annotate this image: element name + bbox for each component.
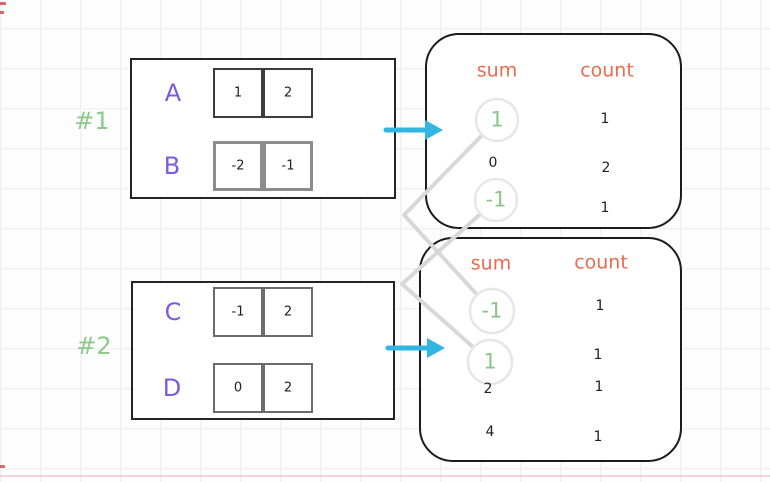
table2-row1-count: 1 [593,347,603,363]
table2-row0-sum: -1 [481,298,503,323]
table2-sum-header: sum [470,252,512,275]
table2-row3-sum: 4 [485,424,495,440]
array-c-cell-0 [213,287,263,337]
table2-row3-count: 1 [593,429,603,445]
array-b-value-0: -2 [231,158,245,174]
array-d-value-1: 2 [283,380,293,396]
array-d-value-0: 0 [233,380,243,396]
array-c-cell-1 [263,287,313,337]
table1-row0-count: 1 [600,111,610,127]
array-c-value-0: -1 [231,304,245,320]
array-a-name: A [164,79,182,107]
table2-row2-sum: 2 [483,381,493,397]
array-c-name: C [164,298,182,326]
table1-row0-sum: 1 [490,107,504,132]
table2-row0-count: 1 [595,298,605,314]
array-a-value-0: 1 [233,85,243,101]
paper-pink-line [0,475,770,477]
table1-sum-header: sum [476,59,518,82]
table2-count-header: count [574,251,628,274]
array-c-value-1: 2 [283,304,293,320]
table1-row2-sum: -1 [485,187,507,212]
array-a-value-1: 2 [283,85,293,101]
paper-red-mark [0,2,6,5]
array-d-name: D [162,374,182,402]
array-b-value-1: -1 [281,158,295,174]
table1-row1-count: 2 [601,160,611,176]
table1-count-header: count [580,59,634,82]
paper-red-mark [0,11,4,14]
paper-red-mark [0,465,5,468]
table2-row1-sum: 1 [483,349,497,374]
array-d-cell-0 [213,363,263,413]
array-a-cell-1 [263,68,313,118]
table1-row1-sum: 0 [488,155,498,171]
group2-label: #2 [76,332,112,360]
array-b-cell-0 [213,141,263,191]
array-a-cell-0 [213,68,263,118]
table2-row2-count: 1 [594,379,604,395]
table1-row2-count: 1 [600,200,610,216]
array-b-name: B [163,152,181,180]
array-d-cell-1 [263,363,313,413]
array-b-cell-1 [263,141,313,191]
group1-label: #1 [74,107,110,135]
